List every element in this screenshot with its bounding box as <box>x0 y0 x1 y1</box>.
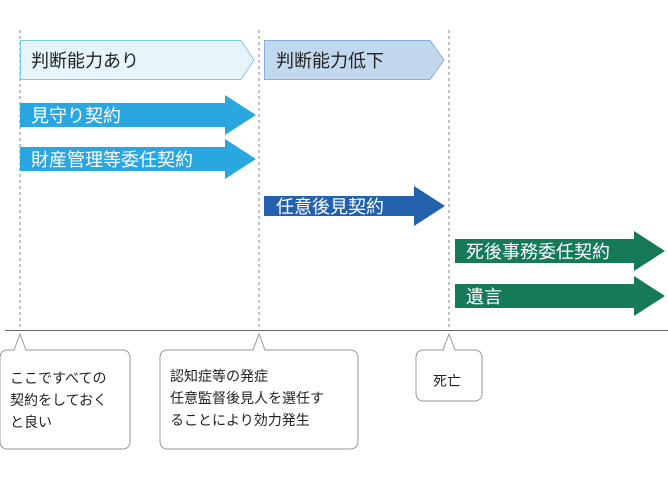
property-management-contract-arrow <box>20 139 256 179</box>
callout-start-line-1: ここですべての <box>10 371 107 387</box>
callout-start-text: ここですべての 契約をしておく と良い <box>10 368 107 434</box>
callout-death-box <box>415 332 483 402</box>
callout-start-line-3: と良い <box>10 415 52 431</box>
posthumous-affairs-contract-arrow <box>455 231 665 271</box>
phase-ability-present-label: 判断能力あり <box>31 51 139 72</box>
callout-start-line-2: 契約をしておく <box>10 393 108 409</box>
callout-start-box <box>0 332 131 450</box>
voluntary-guardianship-contract-label: 任意後見契約 <box>276 197 384 218</box>
phase-ability-declined-label: 判断能力低下 <box>276 51 384 72</box>
property-management-contract-label: 財産管理等委任契約 <box>31 150 193 171</box>
watch-contract-arrow <box>20 95 256 135</box>
callout-onset-line-1: 認知症等の発症 <box>170 369 268 385</box>
posthumous-affairs-contract-label: 死後事務委任契約 <box>466 242 610 263</box>
callout-death-line-1: 死亡 <box>433 374 461 390</box>
callout-onset-text: 認知症等の発症 任意監督後見人を選任す ることにより効力発生 <box>170 366 324 432</box>
callout-onset-line-3: ることにより効力発生 <box>170 413 310 429</box>
callout-onset-box <box>159 332 359 450</box>
callout-onset-line-2: 任意監督後見人を選任す <box>170 391 324 407</box>
phase-ability-declined-shape <box>264 40 445 80</box>
will-arrow <box>455 276 665 316</box>
voluntary-guardianship-contract-arrow <box>264 186 445 226</box>
will-label: 遺言 <box>466 287 502 308</box>
watch-contract-label: 見守り契約 <box>31 106 121 127</box>
phase-ability-present-shape <box>20 40 255 80</box>
callout-death-text: 死亡 <box>433 371 461 393</box>
